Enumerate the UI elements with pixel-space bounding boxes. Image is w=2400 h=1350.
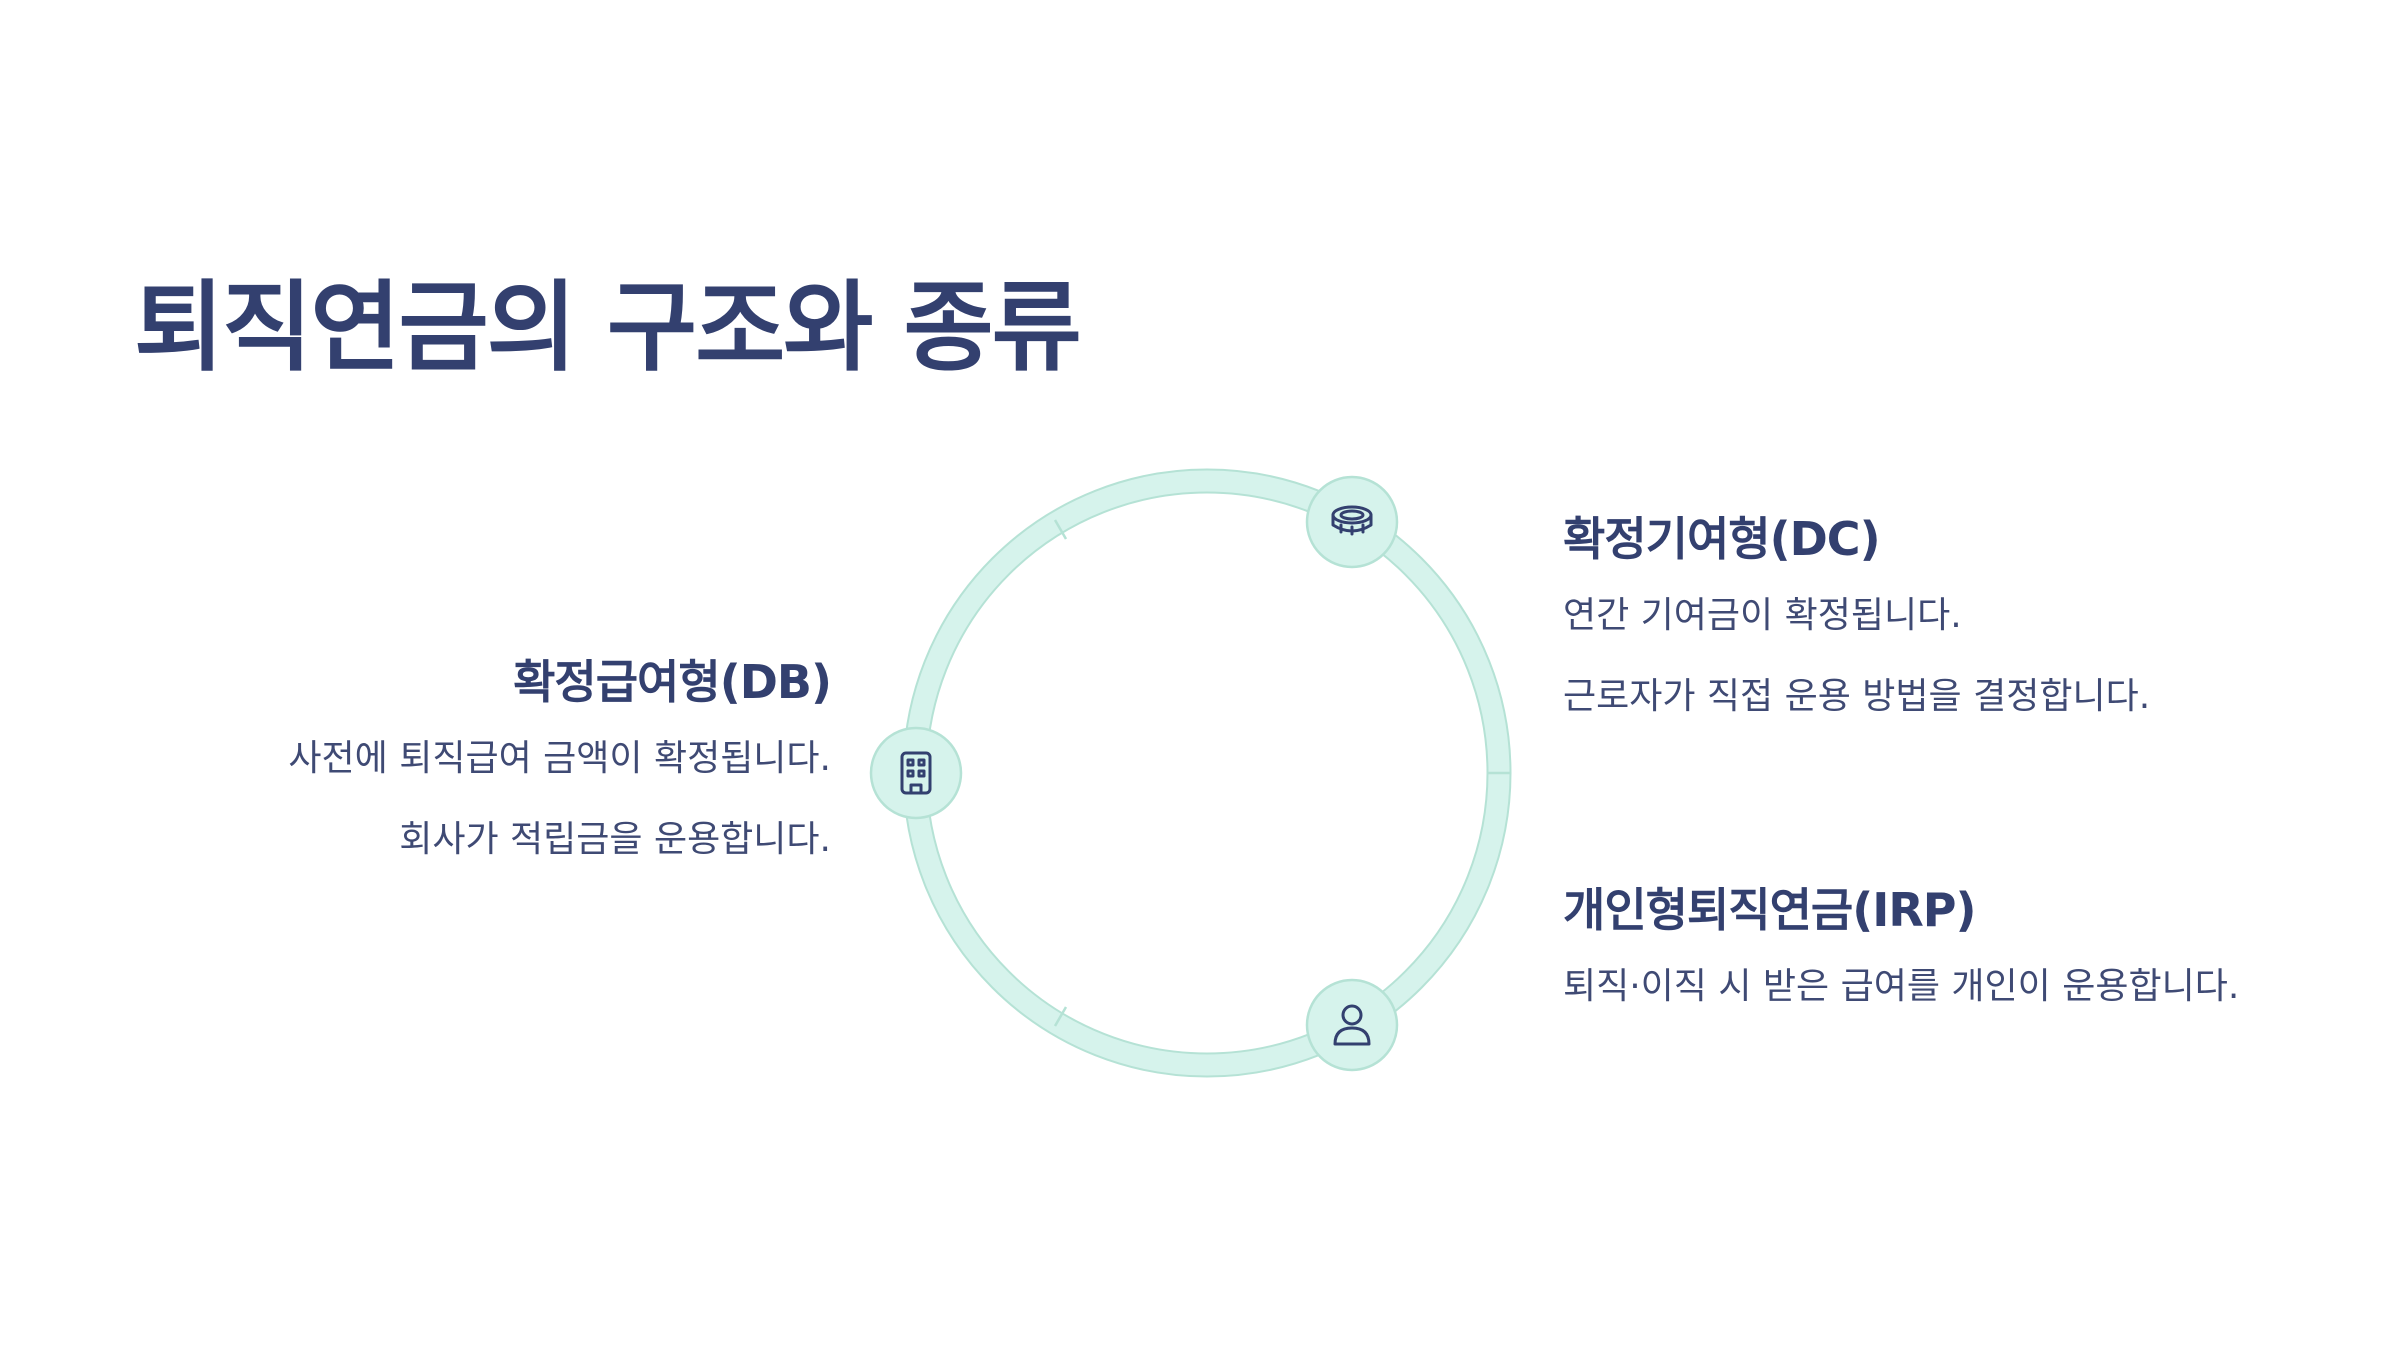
ring-separator xyxy=(1053,519,1068,540)
coin-icon xyxy=(1331,505,1373,536)
type-irp: 개인형퇴직연금(IRP) 퇴직·이직 시 받은 급여를 개인이 운용합니다. xyxy=(1563,883,2239,1045)
type-title: 개인형퇴직연금(IRP) xyxy=(1563,883,1977,937)
type-description: 사전에 퇴직급여 금액이 확정됩니다. xyxy=(288,738,831,780)
type-description: 근로자가 직접 운용 방법을 결정합니다. xyxy=(1563,675,2151,717)
node-irp xyxy=(1305,978,1399,1072)
page-title: 퇴직연금의 구조와 종류 xyxy=(134,271,1082,385)
type-description: 회사가 적립금을 운용합니다. xyxy=(399,818,831,860)
person-icon xyxy=(1333,1004,1371,1046)
type-title: 확정기여형(DC) xyxy=(1563,512,1881,566)
type-db: 확정급여형(DB) 사전에 퇴직급여 금액이 확정됩니다. 회사가 적립금을 운… xyxy=(288,655,832,898)
node-db xyxy=(869,726,963,820)
type-description: 연간 기여금이 확정됩니다. xyxy=(1563,595,1962,637)
building-icon xyxy=(900,751,932,795)
node-dc xyxy=(1305,475,1399,569)
ring-separator xyxy=(1053,1006,1068,1027)
type-description: 퇴직·이직 시 받은 급여를 개인이 운용합니다. xyxy=(1563,966,2240,1008)
cycle-ring-fill xyxy=(904,470,1510,1076)
type-dc: 확정기여형(DC) 연간 기여금이 확정됩니다. 근로자가 직접 운용 방법을 … xyxy=(1563,512,2150,755)
type-title: 확정급여형(DB) xyxy=(513,655,832,709)
